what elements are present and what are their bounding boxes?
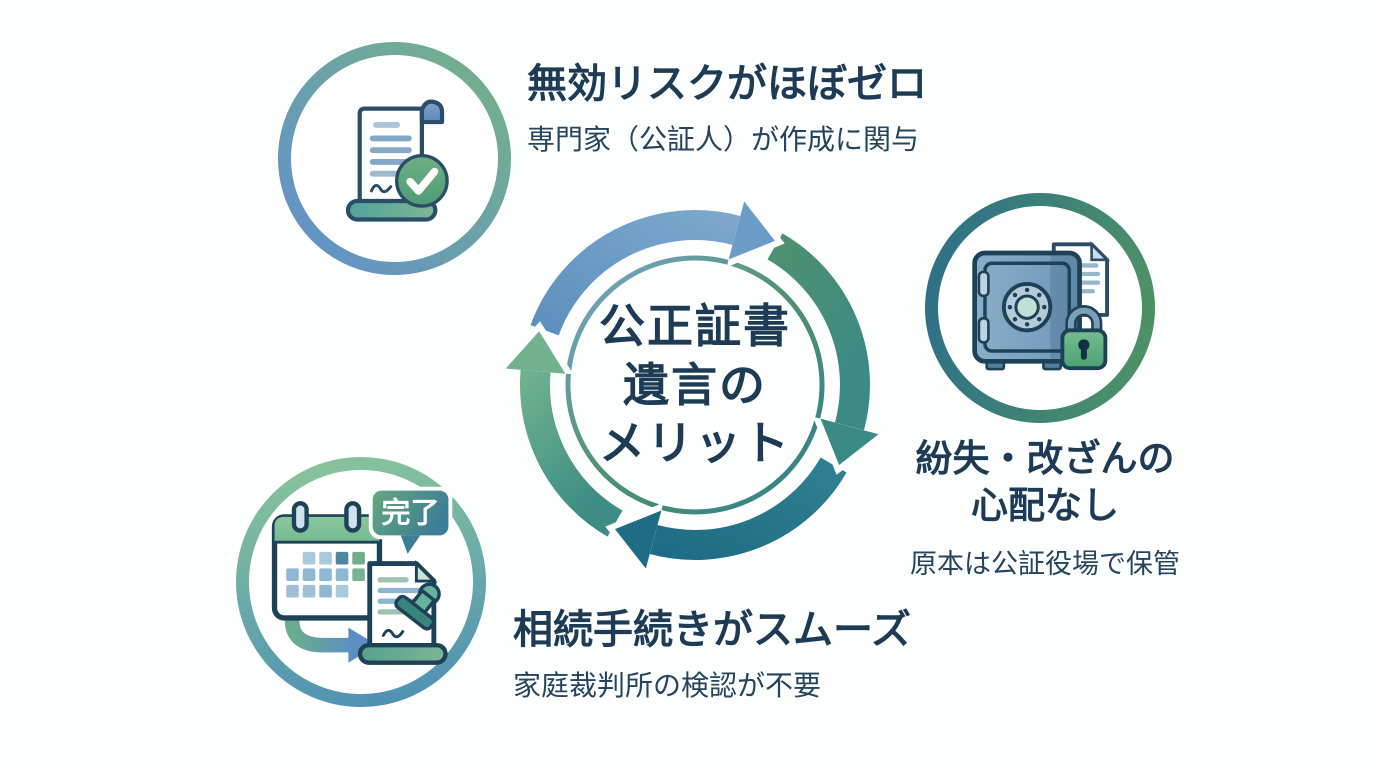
benefit-safekeeping-description: 原本は公証役場で保管	[910, 548, 1180, 579]
cycle-arc-green	[767, 233, 870, 431]
cycle-arc-teal	[649, 457, 847, 560]
calendar-stamp-badge: 完了	[236, 457, 486, 707]
calendar-stamp-icon: 完了	[271, 486, 453, 665]
benefit-safekeeping-heading-line-2: 心配なし	[971, 484, 1119, 526]
safe-lock-badge-inner	[938, 206, 1142, 410]
cycle-arrows-icon	[497, 193, 887, 577]
benefit-smooth-heading: 相続手続きがスムーズ	[513, 608, 911, 652]
cycle-arc-blue	[530, 210, 741, 336]
benefit-validity: 無効リスクがほぼゼロ 専門家（公証人）が作成に関与	[527, 60, 927, 158]
arrowhead-teal-green	[820, 418, 879, 465]
center-cycle: 公正証書 遺言の メリット	[495, 185, 895, 585]
benefit-smooth-description: 家庭裁判所の検認が不要	[513, 670, 822, 701]
done-bubble: 完了	[368, 486, 453, 562]
document-check-badge-inner	[291, 55, 498, 262]
arrowhead-green	[505, 331, 566, 374]
cycle-arc-teal-green	[520, 369, 623, 537]
stamp-glyph	[394, 582, 441, 631]
benefit-safekeeping-heading-line-1: 紛失・改ざんの	[915, 438, 1175, 479]
cycle-inner-ring	[565, 255, 825, 515]
benefit-smooth-inheritance: 相続手続きがスムーズ 家庭裁判所の検認が不要	[513, 606, 911, 704]
document-check-icon	[345, 99, 449, 222]
benefit-safekeeping-heading: 紛失・改ざんの 心配なし	[878, 436, 1212, 530]
calendar-glyph	[271, 501, 383, 621]
cycle-title-line-3: メリット	[599, 417, 791, 470]
arrowhead-blue	[728, 201, 775, 260]
calendar-stamp-badge-inner: 完了	[249, 470, 473, 694]
benefit-validity-heading: 無効リスクがほぼゼロ	[527, 62, 927, 106]
document-check-badge	[278, 42, 511, 275]
safe-lock-icon	[972, 241, 1111, 371]
arrowhead-teal-dark	[615, 510, 662, 569]
benefit-safekeeping: 紛失・改ざんの 心配なし 原本は公証役場で保管	[878, 436, 1212, 581]
cycle-title-line-2: 遺言の	[623, 358, 767, 411]
benefit-validity-description: 専門家（公証人）が作成に関与	[527, 124, 920, 155]
done-bubble-label: 完了	[381, 496, 439, 530]
safe-lock-badge	[925, 193, 1155, 423]
transition-arrow	[284, 619, 351, 653]
cycle-title: 公正証書 遺言の メリット	[495, 185, 895, 585]
cycle-title-line-1: 公正証書	[599, 299, 791, 352]
